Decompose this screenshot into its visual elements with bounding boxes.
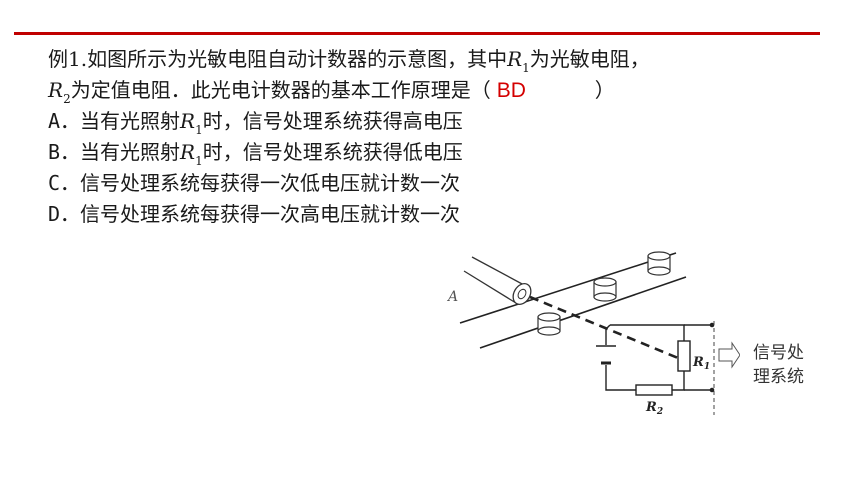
terminal-dot bbox=[709, 322, 715, 328]
r2-symbol: R2 bbox=[48, 78, 71, 106]
object-cylinder bbox=[593, 277, 617, 302]
r1-label: R1 bbox=[692, 355, 710, 372]
circuit-diagram: A R1 R2 bbox=[446, 251, 740, 417]
object-cylinder bbox=[537, 312, 561, 336]
belt-rail-top bbox=[459, 252, 677, 324]
question-text-2: 为定值电阻．此光电计数器的基本工作原理是（ bbox=[70, 78, 491, 102]
r1-resistor bbox=[677, 340, 691, 372]
light-source-tube bbox=[463, 256, 532, 305]
object-cylinder bbox=[647, 251, 671, 276]
light-label: A bbox=[446, 289, 458, 305]
option-d: D．信号处理系统每获得一次高电压就计数一次 bbox=[48, 202, 461, 226]
system-label-line2: 理系统 bbox=[753, 367, 804, 387]
top-rule bbox=[14, 32, 820, 35]
question-block: 例1.如图所示为光敏电阻自动计数器的示意图，其中R1为光敏电阻， R2为定值电阻… bbox=[48, 44, 828, 230]
option-c: C．信号处理系统每获得一次低电压就计数一次 bbox=[48, 171, 461, 195]
option-b: B．当有光照射R1时，信号处理系统获得低电压 bbox=[48, 140, 463, 168]
option-a: A．当有光照射R1时，信号处理系统获得高电压 bbox=[48, 109, 463, 137]
terminal-dot bbox=[709, 387, 715, 393]
r1-symbol: R1 bbox=[507, 47, 530, 75]
r2-resistor bbox=[635, 384, 673, 396]
close-paren: ） bbox=[594, 78, 615, 102]
question-text-suffix: 为光敏电阻， bbox=[529, 47, 650, 71]
question-text: 例1.如图所示为光敏电阻自动计数器的示意图，其中 bbox=[48, 47, 508, 71]
output-arrow-icon bbox=[718, 341, 740, 369]
system-label-line1: 信号处 bbox=[753, 343, 804, 363]
light-beam bbox=[529, 295, 679, 360]
circuit-wires bbox=[605, 324, 712, 391]
belt-rail-bottom bbox=[479, 276, 687, 349]
r2-label: R2 bbox=[645, 400, 663, 417]
question-line-2: R2为定值电阻．此光电计数器的基本工作原理是（BD ） bbox=[48, 75, 828, 106]
battery-symbol bbox=[596, 345, 616, 365]
answer-text: BD bbox=[496, 79, 526, 102]
question-line-1: 例1.如图所示为光敏电阻自动计数器的示意图，其中R1为光敏电阻， bbox=[48, 44, 828, 75]
